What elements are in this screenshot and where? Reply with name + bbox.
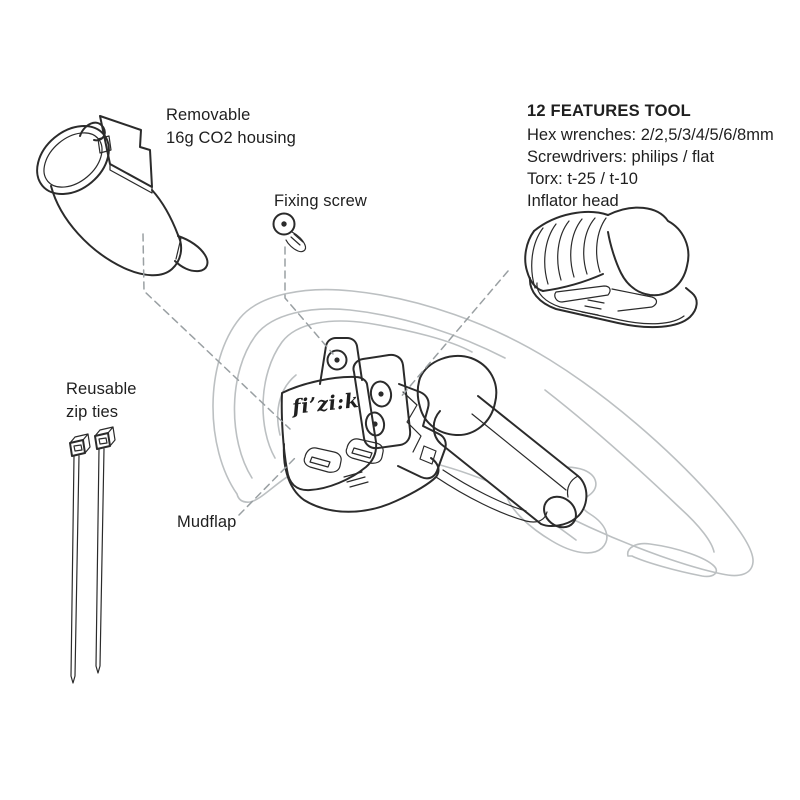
- hex-key-rib: [596, 217, 607, 273]
- label-zip-ties: Reusable zip ties: [66, 378, 137, 424]
- label-co2-housing-line1: Removable: [166, 106, 251, 124]
- co2-cartridge: [432, 395, 588, 527]
- label-zip-ties-line1: Reusable: [66, 380, 137, 398]
- label-co2-housing-line2: 16g CO2 housing: [166, 129, 296, 147]
- zip-tie: [94, 426, 116, 674]
- features-tool-line-inflator: Inflator head: [527, 192, 619, 210]
- hex-key-rib: [557, 220, 570, 281]
- housing-handle: [79, 121, 106, 142]
- features-tool-line-torx: Torx: t-25 / t-10: [527, 170, 638, 188]
- hex-key-rib: [544, 223, 557, 285]
- fixing-screw-tab: [319, 337, 363, 385]
- features-tool-line-hex: Hex wrenches: 2/2,5/3/4/5/6/8mm: [527, 126, 774, 144]
- screw-head: [272, 212, 296, 236]
- features-tool-line-screwdrivers: Screwdrivers: philips / flat: [527, 148, 715, 166]
- multi-tool-illustration: [524, 206, 698, 329]
- cartridge-cap: [543, 495, 577, 529]
- co2-housing-illustration: [36, 113, 210, 277]
- tab-screw-hole: [326, 349, 348, 371]
- mudflap-flap: [282, 443, 440, 513]
- tool-port-plate: [352, 353, 412, 450]
- strap-clip: [303, 447, 342, 473]
- label-fixing-screw: Fixing screw: [274, 192, 367, 210]
- saddle-mount-assembly: [280, 337, 588, 529]
- screw-thread: [285, 231, 307, 253]
- fixing-screw-icon: [272, 212, 307, 253]
- mount-arm: [397, 383, 447, 480]
- features-tool-title: 12 FEATURES TOOL: [527, 102, 691, 120]
- label-co2-housing: Removable 16g CO2 housing: [166, 104, 296, 150]
- tool-base: [528, 277, 698, 329]
- label-mudflap: Mudflap: [177, 513, 237, 531]
- saddle-rail-loop: [505, 466, 608, 554]
- features-tool-block: 12 FEATURES TOOL Hex wrenches: 2/2,5/3/4…: [527, 100, 774, 212]
- logo-panel: [280, 375, 378, 492]
- label-zip-ties-line2: zip ties: [66, 403, 119, 421]
- zip-tie: [69, 433, 91, 684]
- tool-wing: [607, 206, 690, 297]
- housing-nozzle: [174, 235, 209, 273]
- housing-body: [50, 185, 183, 277]
- tool-port: [369, 380, 393, 408]
- strap-clip: [345, 438, 384, 464]
- zip-ties-illustration: [69, 426, 116, 684]
- leader-tool: [399, 270, 509, 399]
- leader-co2-housing: [142, 233, 291, 430]
- hex-key-rib: [583, 217, 596, 275]
- leader-mudflap: [238, 456, 297, 516]
- hex-key-rib: [570, 218, 583, 278]
- inflator-head: [416, 355, 498, 437]
- leader-fixing-screw: [284, 246, 334, 355]
- hex-key-rib: [531, 227, 544, 289]
- leader-lines: [142, 233, 509, 516]
- tool-port: [364, 411, 386, 437]
